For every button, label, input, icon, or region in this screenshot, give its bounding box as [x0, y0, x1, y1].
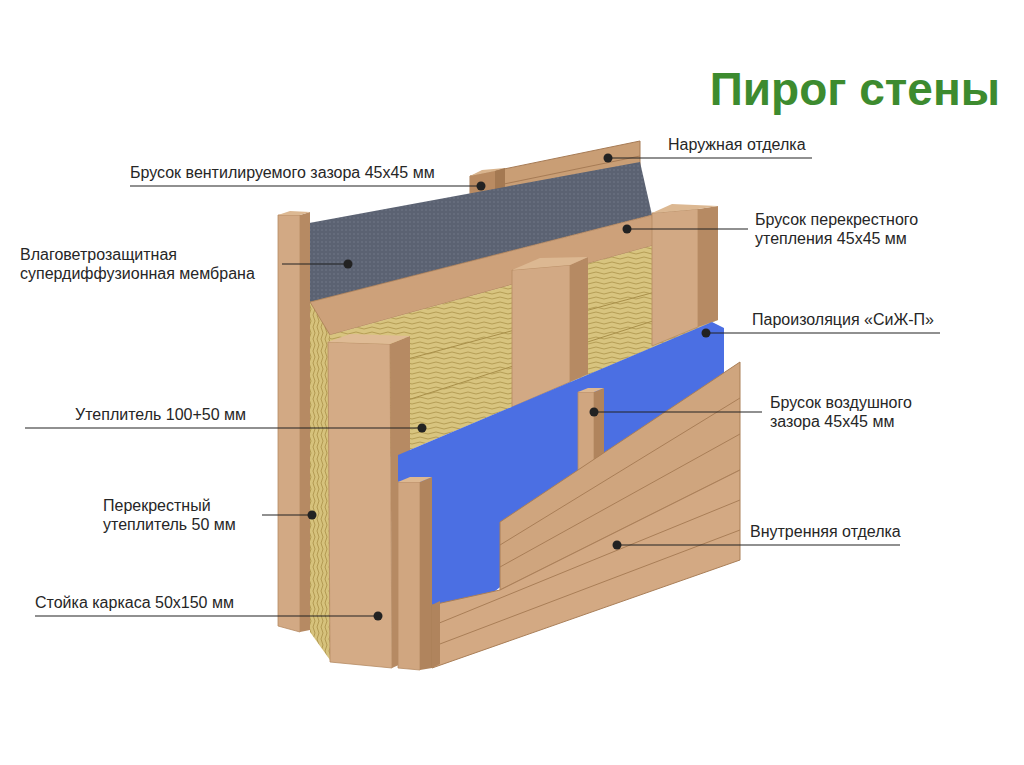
leader-line	[706, 332, 940, 333]
frame-post-top	[278, 211, 310, 215]
frame-post-side	[300, 212, 310, 632]
frame-stud	[512, 265, 570, 407]
frame-post-top	[652, 204, 718, 213]
callout-label: Перекрестный утеплитель 50 мм	[103, 496, 253, 534]
leader-dot	[418, 424, 427, 433]
callout-label: Пароизоляция «СиЖ-П»	[752, 310, 934, 329]
cross-insulation	[310, 297, 330, 660]
callout-label: Внутренняя отделка	[750, 522, 901, 541]
frame-post-side	[698, 206, 718, 327]
air-gap-bar-top	[578, 388, 604, 392]
leader-line	[627, 228, 748, 229]
leader-line	[617, 544, 900, 545]
leader-line	[594, 411, 762, 412]
board-seam	[432, 500, 740, 626]
frame-post	[278, 215, 300, 632]
frame-stud-top	[328, 334, 410, 344]
leader-dot	[590, 408, 599, 417]
callout-label: Стойка каркаса 50х150 мм	[35, 593, 234, 612]
leader-dots	[308, 154, 711, 621]
callout-label: Брусок воздушного зазора 45х45 мм	[770, 393, 935, 431]
board-seam	[432, 530, 740, 647]
leader-line	[262, 514, 312, 515]
frame-stud-top	[512, 257, 588, 270]
board-end	[432, 601, 440, 668]
callout-label: Влаговетрозащитная супердиффузионная мем…	[20, 245, 265, 283]
callout-label: Брусок перекрестного утепления 45х45 мм	[755, 210, 945, 248]
leader-dot	[623, 225, 632, 234]
frame-stud	[328, 342, 392, 668]
leader-dot	[613, 541, 622, 550]
air-gap-bar	[398, 482, 420, 670]
callout-label: Утеплитель 100+50 мм	[75, 405, 246, 424]
leader-dot	[477, 182, 486, 191]
callout-label: Брусок вентилируемого зазора 45х45 мм	[130, 163, 435, 182]
leader-line	[282, 263, 348, 264]
air-gap-bar-top	[398, 477, 432, 482]
leader-dot	[374, 612, 383, 621]
leader-dot	[702, 329, 711, 338]
leader-line	[130, 185, 481, 186]
diagram-title: Пирог стены	[710, 62, 1000, 116]
callout-label: Наружная отделка	[668, 135, 806, 154]
frame-stud-side	[570, 257, 588, 382]
leader-dot	[604, 154, 613, 163]
leader-dot	[308, 511, 317, 520]
inner-boards	[432, 470, 740, 668]
leader-line	[35, 615, 378, 616]
leader-dot	[344, 260, 353, 269]
leader-line	[25, 427, 422, 428]
leader-line	[608, 157, 812, 158]
air-gap-bar-side	[420, 477, 432, 670]
